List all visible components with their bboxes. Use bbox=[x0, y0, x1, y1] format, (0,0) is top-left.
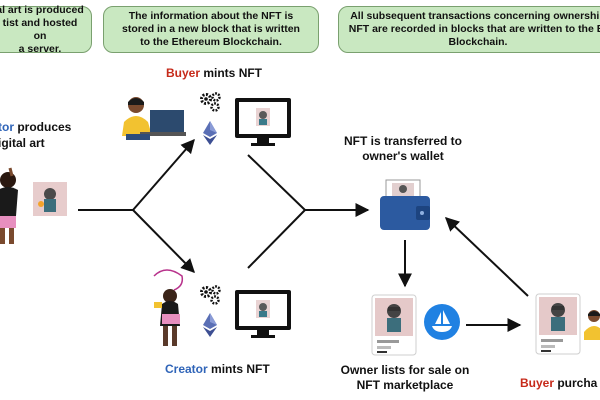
info-box-transactions: All subsequent transactions concerning o… bbox=[338, 6, 600, 53]
label-transferred: NFT is transferred to owner's wallet bbox=[330, 134, 476, 164]
arrow-back-to-wallet bbox=[444, 217, 529, 297]
ethereum-icon bbox=[203, 121, 217, 145]
arrow-to-buyer-mints bbox=[132, 138, 195, 211]
role-creator: tor bbox=[0, 120, 14, 134]
info-box-line: All subsequent transactions concerning o… bbox=[350, 10, 600, 22]
nft-art-thumbnail bbox=[33, 182, 67, 216]
label-text: NFT is transferred to bbox=[343, 134, 463, 148]
info-box-line: al art is produced bbox=[0, 3, 84, 16]
girl-drawing-icon bbox=[153, 269, 184, 346]
label-creator-mints: Creator mints NFT bbox=[165, 362, 270, 377]
info-box-line: The information about the NFT is bbox=[128, 10, 294, 22]
label-text: produces bbox=[14, 120, 72, 134]
info-box-line: a server. bbox=[18, 42, 62, 55]
info-box-line: tist and hosted on bbox=[2, 16, 78, 42]
label-creator-produces-line2: igital art bbox=[0, 136, 45, 150]
label-text: Owner lists for sale on bbox=[340, 363, 470, 377]
flow-line bbox=[247, 209, 306, 269]
label-owner-lists: Owner lists for sale on NFT marketplace bbox=[330, 363, 480, 393]
gear-icon bbox=[200, 285, 221, 305]
monitor-icon bbox=[235, 98, 291, 146]
person-at-laptop-icon bbox=[584, 310, 600, 340]
role-creator: Creator bbox=[165, 362, 208, 376]
label-buyer-mints: Buyer mints NFT bbox=[166, 66, 262, 81]
info-box-line: to the Ethereum Blockchain. bbox=[140, 36, 282, 48]
label-text: purcha bbox=[554, 376, 598, 390]
label-text: mints NFT bbox=[207, 362, 270, 376]
info-box-nft-stored: The information about the NFT is stored … bbox=[103, 6, 319, 53]
ethereum-icon bbox=[203, 313, 217, 337]
label-buyer-purchases: Buyer purcha bbox=[520, 376, 597, 391]
info-box-line: stored in a new block that is written bbox=[122, 23, 300, 35]
info-box-line: Blockchain. bbox=[448, 36, 508, 48]
label-text: mints NFT bbox=[200, 66, 263, 80]
arrow-to-creator-mints bbox=[132, 209, 195, 273]
monitor-icon bbox=[235, 290, 291, 338]
opensea-icon bbox=[424, 304, 460, 340]
label-creator-produces: tor produces bbox=[0, 120, 71, 135]
wallet-icon bbox=[380, 179, 430, 230]
role-buyer: Buyer bbox=[166, 66, 201, 80]
nft-card-icon bbox=[535, 293, 581, 355]
person-at-laptop-icon bbox=[122, 97, 186, 140]
gear-icon bbox=[200, 92, 221, 112]
label-text: owner's wallet bbox=[362, 149, 444, 163]
label-text: NFT marketplace bbox=[356, 378, 454, 392]
girl-drawing-icon bbox=[0, 167, 18, 244]
info-box-art-produced: al art is produced tist and hosted on a … bbox=[0, 3, 92, 55]
nft-card-icon bbox=[371, 294, 417, 356]
flow-line bbox=[247, 154, 306, 211]
info-box-line: NFT are recorded in blocks that are writ… bbox=[348, 23, 600, 35]
role-buyer: Buyer bbox=[520, 376, 555, 390]
